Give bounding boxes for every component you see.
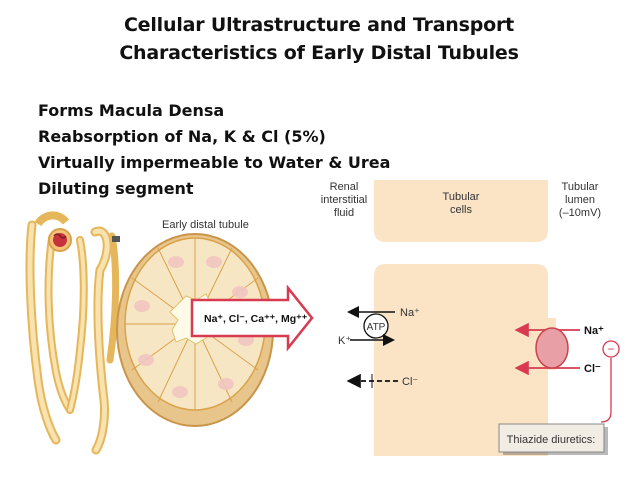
atp-pump-icon [363, 313, 389, 339]
lumen-label-2: lumen [565, 194, 595, 206]
ions-label: Na⁺, Cl⁻, Ca⁺⁺, Mg⁺⁺ [204, 313, 308, 325]
cells-label-2: cells [450, 204, 473, 216]
renal-label-2: interstitial [321, 194, 367, 206]
k-label: K⁺ [338, 335, 351, 347]
bullet-list: Forms Macula Densa Reabsorption of Na, K… [38, 98, 390, 202]
tubule-label: Early distal tubule [162, 219, 249, 231]
nephron-illustration [25, 211, 120, 455]
cell-schematic [374, 180, 556, 456]
minus-label: − [607, 342, 614, 356]
reabsorption-arrow [190, 284, 314, 352]
thiazide-connector [600, 358, 612, 423]
nacl-cotransporter-icon [535, 327, 569, 369]
bullet-reabsorption: Reabsorption of Na, K & Cl (5%) [38, 127, 326, 146]
glomerulus-icon [53, 233, 67, 247]
lumen-cl-label: Cl⁻ [584, 363, 601, 375]
pointer-marker [112, 236, 120, 242]
bullet-macula-densa: Forms Macula Densa [38, 101, 225, 120]
title-line-1: Cellular Ultrastructure and Transport [123, 14, 515, 36]
inhibition-minus-icon [602, 340, 620, 358]
na-pump-label: Na⁺ [400, 307, 420, 319]
lumen-na-label: Na⁺ [584, 325, 604, 337]
renal-label-3: fluid [334, 207, 354, 219]
thiazide-box [498, 423, 605, 453]
atp-label: ATP [367, 322, 386, 333]
cells-label-1: Tubular [443, 191, 480, 203]
title-line-2: Characteristics of Early Distal Tubules [119, 42, 519, 64]
thiazide-label: Thiazide diuretics: [507, 434, 596, 446]
lumen-label-3: (–10mV) [559, 207, 601, 219]
renal-label-1: Renal [330, 181, 359, 193]
cl-channel-label: Cl⁻ [402, 376, 418, 388]
lumen-label-1: Tubular [562, 181, 599, 193]
bullet-diluting: Diluting segment [38, 179, 194, 198]
bullet-impermeable: Virtually impermeable to Water & Urea [38, 153, 391, 172]
